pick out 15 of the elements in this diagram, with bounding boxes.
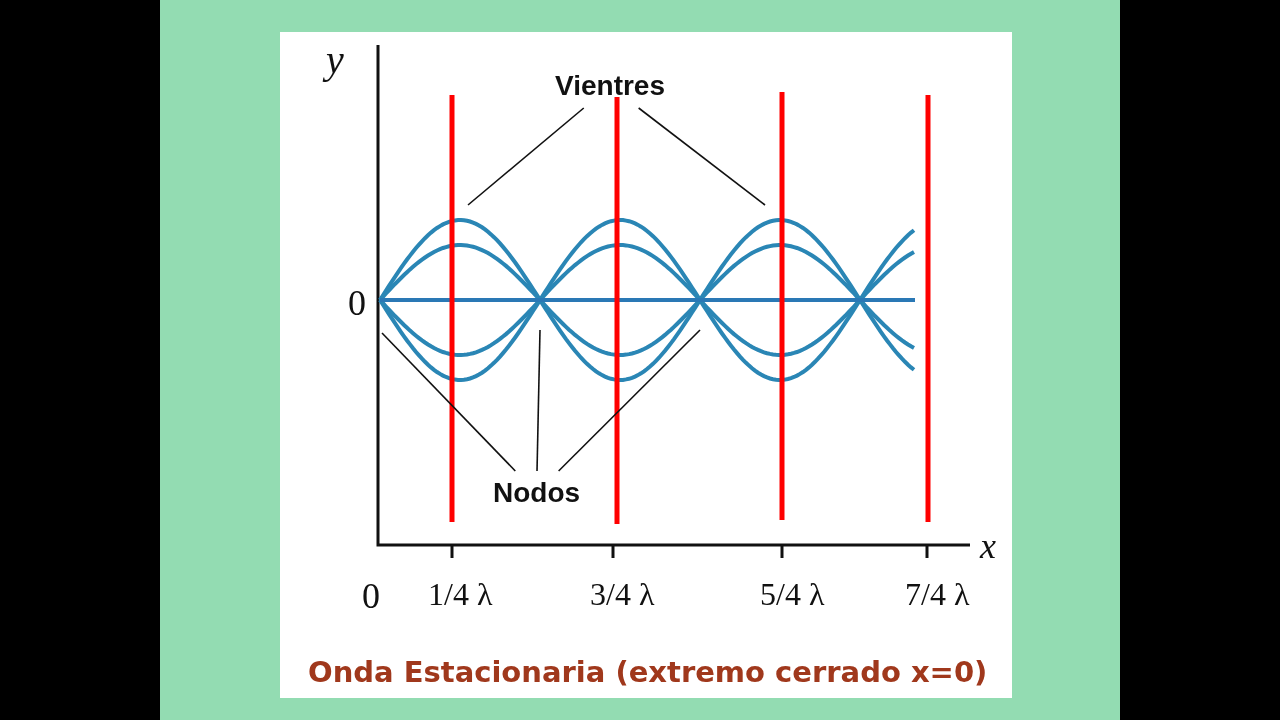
leader-line	[467, 107, 585, 206]
callout-label: Nodos	[493, 479, 581, 507]
leader-line	[381, 332, 517, 472]
callout-label: Vientres	[555, 72, 665, 100]
leader-line	[637, 107, 766, 206]
tick-label: 5/4 λ	[760, 578, 825, 610]
tick-label: 7/4 λ	[905, 578, 970, 610]
tick-label: 0	[362, 578, 380, 614]
caption: Onda Estacionaria (extremo cerrado x=0)	[308, 658, 988, 687]
leader-line	[557, 329, 701, 472]
axis-label: 0	[348, 285, 366, 321]
leader-line	[536, 329, 541, 472]
tick-label: 3/4 λ	[590, 578, 655, 610]
axis-label: x	[980, 528, 996, 564]
tick-label: 1/4 λ	[428, 578, 493, 610]
